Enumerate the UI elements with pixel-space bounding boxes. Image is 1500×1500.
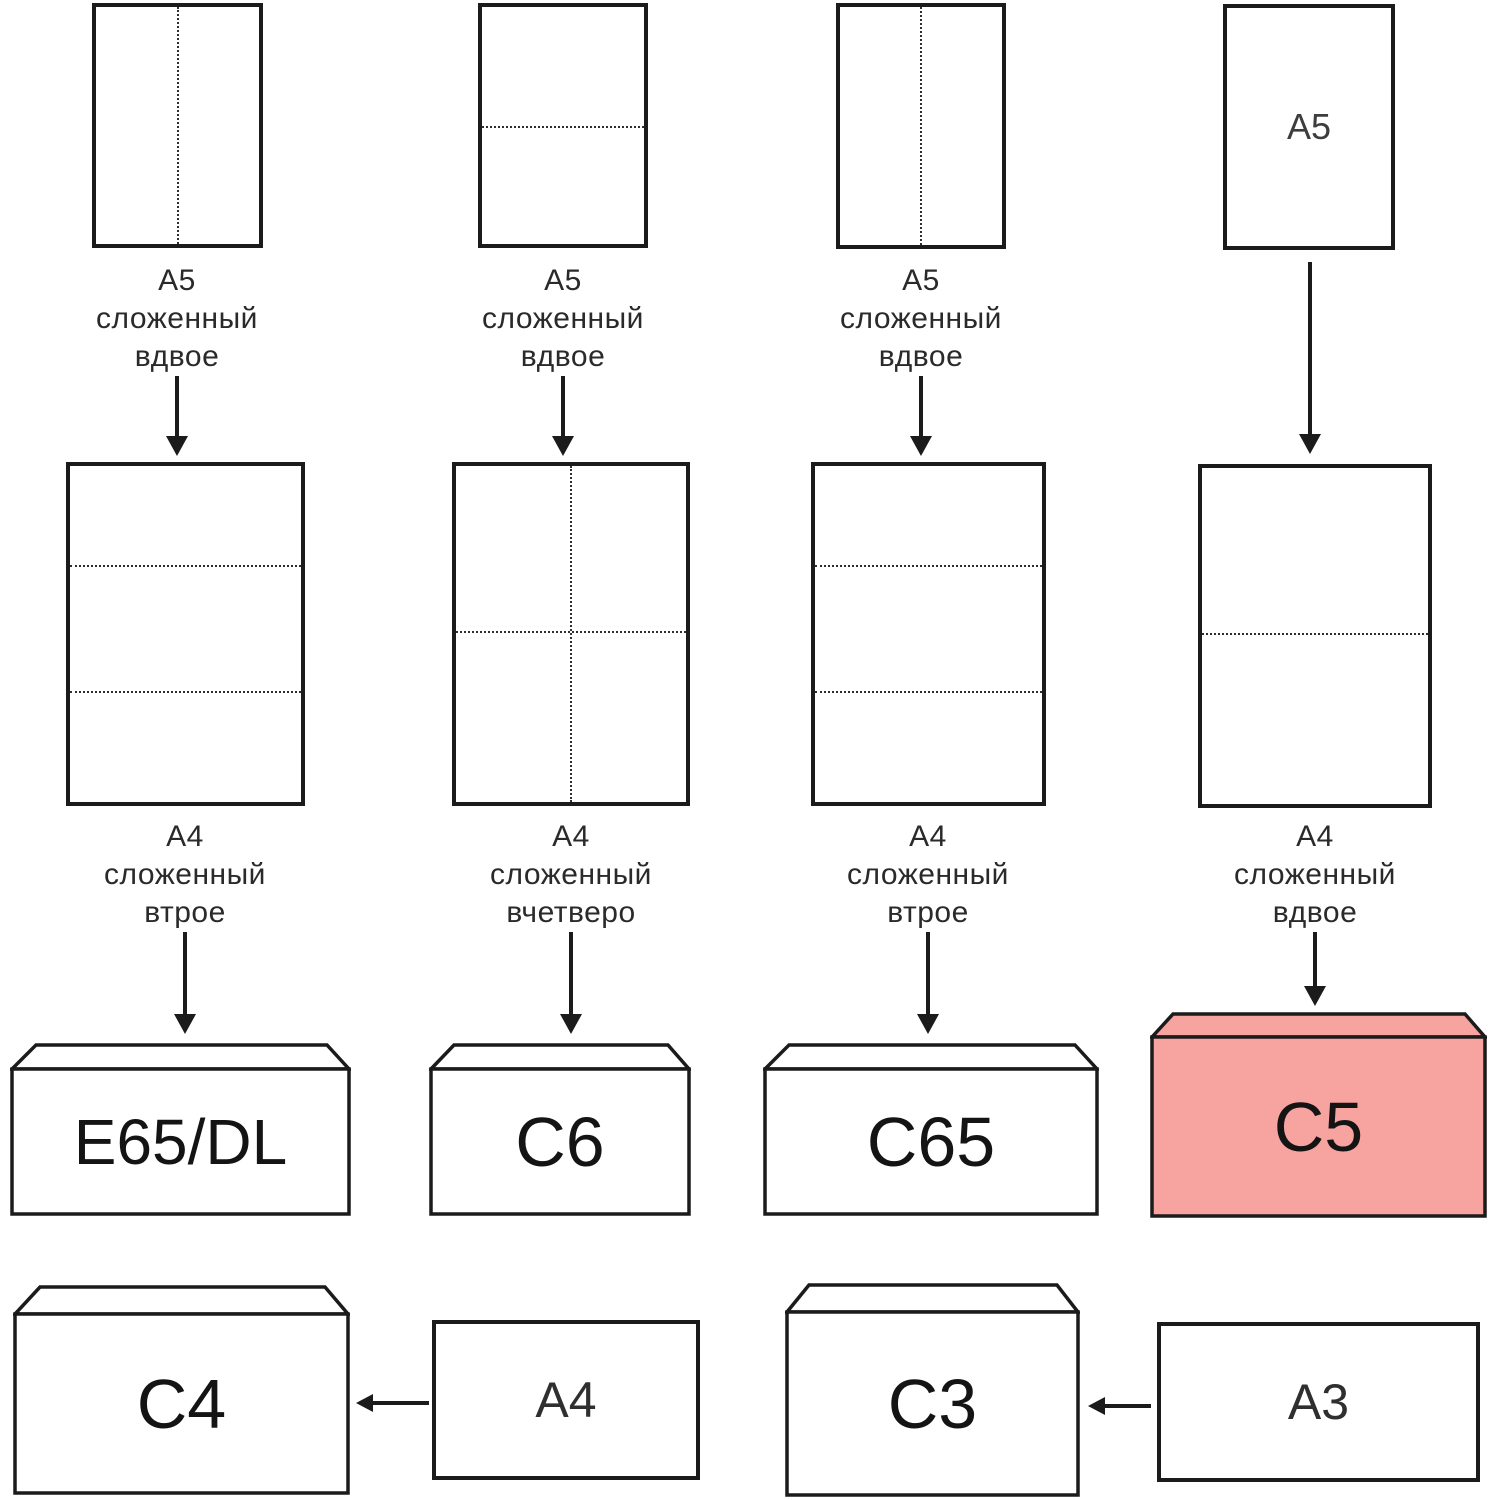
sheet-a4-fold-thirds-col1	[66, 462, 305, 806]
envelope-shape	[13, 1285, 350, 1495]
caption-a5-col1: А5 сложенный вдвое	[57, 262, 297, 376]
envelope-shape	[10, 1043, 351, 1216]
caption-line: А5	[544, 264, 582, 297]
envelope-shape	[1150, 1012, 1487, 1218]
fold-line-vertical	[176, 7, 179, 244]
caption-a4-col3: А4 сложенный втрое	[808, 818, 1048, 932]
caption-a4-col1: А4 сложенный втрое	[65, 818, 305, 932]
envelope-c4: C4	[13, 1285, 350, 1495]
caption-line: А5	[158, 264, 196, 297]
caption-line: сложенный	[96, 302, 258, 335]
sheet-a4-bottom: А4	[432, 1320, 700, 1480]
fold-line-vertical	[570, 466, 572, 802]
fold-line-horizontal	[815, 691, 1042, 694]
arrow-left-icon	[356, 1394, 429, 1412]
caption-line: сложенный	[104, 858, 266, 891]
caption-a4-col2: А4 сложенный вчетверо	[451, 818, 691, 932]
envelope-label: C65	[866, 1102, 996, 1181]
caption-line: вдвое	[878, 340, 964, 373]
caption-line: втрое	[144, 896, 226, 929]
caption-line: А4	[166, 820, 204, 853]
caption-line: А5	[902, 264, 940, 297]
envelope-c6: C6	[429, 1043, 691, 1216]
caption-a4-col4: А4 сложенный вдвое	[1195, 818, 1435, 932]
caption-line: сложенный	[840, 302, 1002, 335]
arrow-down-icon	[910, 376, 932, 456]
caption-line: сложенный	[490, 858, 652, 891]
envelope-shape	[429, 1043, 691, 1216]
envelope-c3: C3	[785, 1283, 1080, 1497]
sheet-a3-bottom: А3	[1157, 1322, 1480, 1482]
caption-line: втрое	[887, 896, 969, 929]
envelope-e65dl: E65/DL	[10, 1043, 351, 1216]
fold-line-horizontal	[482, 125, 644, 128]
caption-line: вдвое	[520, 340, 606, 373]
caption-line: вдвое	[1272, 896, 1358, 929]
fold-line-horizontal	[815, 565, 1042, 568]
envelope-shape	[785, 1283, 1080, 1497]
caption-line: сложенный	[482, 302, 644, 335]
envelope-c5-highlighted: C5	[1150, 1012, 1487, 1218]
caption-line: вчетверо	[506, 896, 636, 929]
sheet-a4-fold-quarters-col2	[452, 462, 690, 806]
sheet-a4-fold-half-col4	[1198, 464, 1432, 808]
sheet-a5-fold-half-col2	[478, 3, 648, 248]
envelope-label: C6	[515, 1102, 605, 1181]
sheet-a5-col4: А5	[1223, 4, 1395, 250]
arrow-down-icon	[552, 376, 574, 456]
envelope-label: C4	[136, 1364, 227, 1443]
arrow-down-icon	[1299, 262, 1321, 454]
sheet-label: А3	[1287, 1374, 1350, 1430]
caption-line: А4	[909, 820, 947, 853]
envelope-c65: C65	[763, 1043, 1099, 1216]
sheet-a4-fold-thirds-col3	[811, 462, 1046, 806]
fold-line-horizontal	[1202, 632, 1428, 635]
arrow-down-icon	[1304, 932, 1326, 1006]
sheet-label: А5	[1286, 106, 1332, 147]
arrow-down-icon	[174, 932, 196, 1034]
arrow-down-icon	[166, 376, 188, 456]
envelope-shape	[763, 1043, 1099, 1216]
envelope-label: E65/DL	[73, 1105, 288, 1178]
caption-line: сложенный	[1234, 858, 1396, 891]
caption-line: сложенный	[847, 858, 1009, 891]
caption-a5-col2: А5 сложенный вдвое	[443, 262, 683, 376]
sheet-label: А4	[535, 1372, 597, 1428]
caption-line: А4	[1296, 820, 1334, 853]
fold-line-horizontal	[70, 691, 301, 694]
sheet-a5-fold-half-col3	[836, 3, 1006, 249]
envelope-label: C3	[887, 1364, 978, 1443]
fold-line-vertical	[920, 7, 922, 245]
envelope-label: C5	[1273, 1087, 1364, 1166]
arrow-left-icon	[1088, 1397, 1151, 1415]
caption-line: А4	[552, 820, 590, 853]
arrow-down-icon	[917, 932, 939, 1034]
arrow-down-icon	[560, 932, 582, 1034]
caption-a5-col3: А5 сложенный вдвое	[801, 262, 1041, 376]
fold-line-horizontal	[70, 565, 301, 568]
sheet-a5-fold-half-col1	[92, 3, 263, 248]
fold-line-horizontal	[456, 630, 686, 633]
caption-line: вдвое	[134, 340, 220, 373]
